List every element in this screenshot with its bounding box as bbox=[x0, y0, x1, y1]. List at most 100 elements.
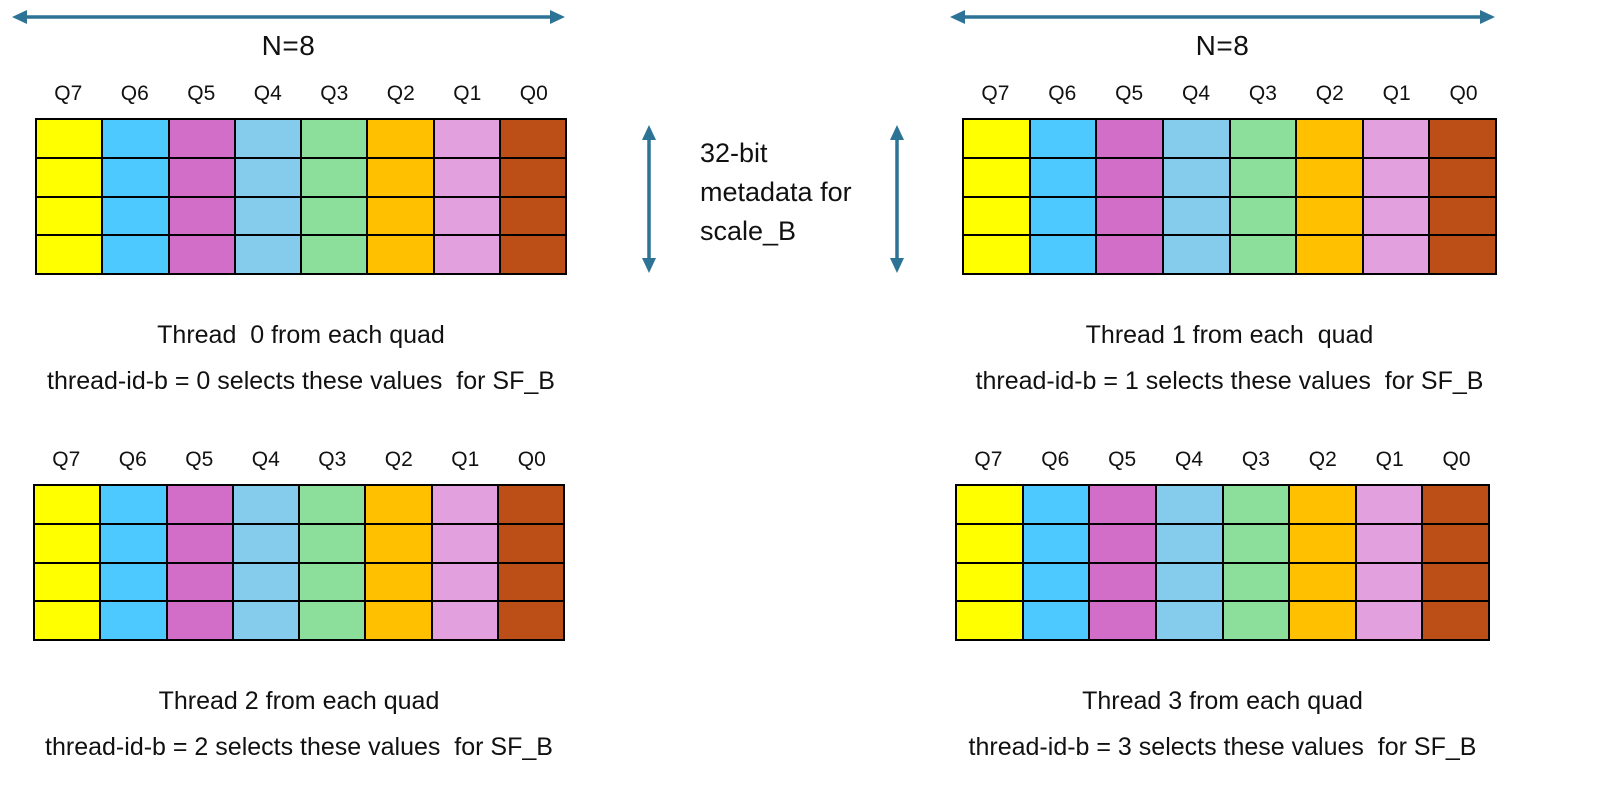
metadata-grid bbox=[33, 484, 565, 641]
column-header-q4: Q4 bbox=[1182, 82, 1211, 105]
grid-cell-q6-row1 bbox=[1030, 158, 1096, 196]
caption-thread: Thread 3 from each quad bbox=[1082, 687, 1363, 715]
grid-cell-q7-row1 bbox=[964, 158, 1029, 196]
grid-cell-q6-row0 bbox=[1023, 486, 1089, 523]
grid-cell-q3-row2 bbox=[302, 197, 367, 235]
grid-cell-q1-row3 bbox=[432, 602, 497, 639]
metadata-label: 32-bit metadata for scale_B bbox=[700, 138, 852, 247]
grid-cell-q5-row2 bbox=[1090, 563, 1155, 601]
column-header-q6: Q6 bbox=[1041, 448, 1070, 471]
grid-cell-q3-row0 bbox=[1223, 486, 1289, 523]
metadata-grid bbox=[35, 118, 567, 275]
grid-cell-q4-row2 bbox=[235, 197, 300, 235]
grid-cell-q4-row2 bbox=[233, 563, 298, 601]
grid-cell-q2-row1 bbox=[1290, 524, 1355, 562]
column-header-q6: Q6 bbox=[118, 448, 147, 471]
grid-cell-q2-row2 bbox=[1297, 197, 1362, 235]
column-header-q7: Q7 bbox=[981, 82, 1010, 105]
caption-selection: thread-id-b = 3 selects these values for… bbox=[968, 733, 1477, 761]
grid-cell-q1-row2 bbox=[1356, 563, 1422, 601]
grid-cell-q1-row3 bbox=[434, 236, 499, 273]
grid-cell-q6-row1 bbox=[1023, 524, 1089, 562]
column-header-q3: Q3 bbox=[318, 448, 347, 471]
column-header-q0: Q0 bbox=[1449, 82, 1478, 105]
grid-cell-q2-row0 bbox=[1290, 486, 1355, 523]
grid-cell-q7-row2 bbox=[957, 563, 1022, 601]
grid-cell-q4-row3 bbox=[1163, 236, 1229, 273]
metadata-annotation: 32-bit metadata for scale_B bbox=[640, 124, 906, 274]
grid-cell-q2-row0 bbox=[368, 120, 433, 157]
grid-cell-q2-row3 bbox=[368, 236, 433, 273]
grid-cell-q7-row1 bbox=[957, 524, 1022, 562]
grid-cell-q7-row0 bbox=[964, 120, 1029, 157]
grid-cell-q5-row0 bbox=[169, 120, 234, 157]
grid-cell-q7-row3 bbox=[957, 602, 1022, 639]
grid-cell-q2-row2 bbox=[1290, 563, 1355, 601]
grid-cell-q2-row1 bbox=[368, 158, 433, 196]
grid-cell-q2-row2 bbox=[368, 197, 433, 235]
n8-span-arrow bbox=[950, 10, 1495, 24]
column-header-q4: Q4 bbox=[253, 82, 282, 105]
grid-cell-q7-row0 bbox=[35, 486, 100, 523]
grid-cell-q2-row3 bbox=[1290, 602, 1355, 639]
grid-cell-q1-row0 bbox=[1363, 120, 1429, 157]
grid-cell-q6-row1 bbox=[101, 524, 166, 562]
grid-cell-q0-row3 bbox=[1423, 602, 1488, 639]
grid-cell-q5-row3 bbox=[1090, 602, 1155, 639]
grid-cell-q5-row0 bbox=[167, 486, 232, 523]
grid-cell-q1-row2 bbox=[434, 197, 499, 235]
grid-cell-q7-row3 bbox=[35, 602, 100, 639]
grid-cell-q0-row2 bbox=[1430, 197, 1495, 235]
grid-cell-q5-row3 bbox=[167, 602, 232, 639]
grid-cell-q6-row2 bbox=[1030, 197, 1096, 235]
metadata-span-arrow-right bbox=[890, 125, 904, 273]
grid-cell-q6-row1 bbox=[103, 158, 168, 196]
grid-cell-q6-row0 bbox=[1030, 120, 1096, 157]
grid-cell-q5-row1 bbox=[1097, 158, 1162, 196]
grid-cell-q5-row3 bbox=[1097, 236, 1162, 273]
grid-cell-q2-row3 bbox=[1297, 236, 1362, 273]
grid-cell-q3-row2 bbox=[300, 563, 365, 601]
grid-cell-q5-row2 bbox=[1097, 197, 1162, 235]
grid-cell-q4-row1 bbox=[235, 158, 300, 196]
grid-cell-q7-row1 bbox=[37, 158, 102, 196]
grid-cell-q1-row0 bbox=[434, 120, 499, 157]
grid-cell-q6-row2 bbox=[1023, 563, 1089, 601]
column-header-q2: Q2 bbox=[1308, 448, 1337, 471]
grid-cell-q5-row0 bbox=[1090, 486, 1155, 523]
grid-cell-q7-row3 bbox=[37, 236, 102, 273]
grid-cell-q0-row0 bbox=[1430, 120, 1495, 157]
grid-cell-q6-row3 bbox=[1030, 236, 1096, 273]
grid-cell-q5-row3 bbox=[169, 236, 234, 273]
grid-cell-q4-row3 bbox=[235, 236, 300, 273]
column-header-q1: Q1 bbox=[451, 448, 480, 471]
caption-thread: Thread 2 from each quad bbox=[158, 687, 440, 715]
grid-cell-q5-row0 bbox=[1097, 120, 1162, 157]
column-header-q4: Q4 bbox=[1175, 448, 1204, 471]
grid-cell-q0-row0 bbox=[498, 486, 563, 523]
grid-cell-q6-row3 bbox=[101, 602, 166, 639]
grid-cell-q0-row3 bbox=[498, 602, 563, 639]
grid-cell-q0-row1 bbox=[500, 158, 565, 196]
grid-cell-q4-row0 bbox=[235, 120, 300, 157]
grid-cell-q4-row0 bbox=[233, 486, 298, 523]
grid-cell-q3-row1 bbox=[1223, 524, 1289, 562]
column-header-q1: Q1 bbox=[1375, 448, 1404, 471]
grid-cell-q5-row2 bbox=[167, 563, 232, 601]
column-header-q7: Q7 bbox=[974, 448, 1003, 471]
n-label: N=8 bbox=[1195, 30, 1250, 61]
grid-cell-q0-row1 bbox=[1430, 158, 1495, 196]
grid-cell-q3-row1 bbox=[1230, 158, 1296, 196]
grid-cell-q4-row0 bbox=[1163, 120, 1229, 157]
column-header-q3: Q3 bbox=[1241, 448, 1270, 471]
grid-cell-q4-row2 bbox=[1156, 563, 1222, 601]
grid-cell-q1-row1 bbox=[432, 524, 497, 562]
grid-cell-q0-row2 bbox=[500, 197, 565, 235]
grid-cell-q2-row1 bbox=[1297, 158, 1362, 196]
grid-cell-q3-row1 bbox=[302, 158, 367, 196]
